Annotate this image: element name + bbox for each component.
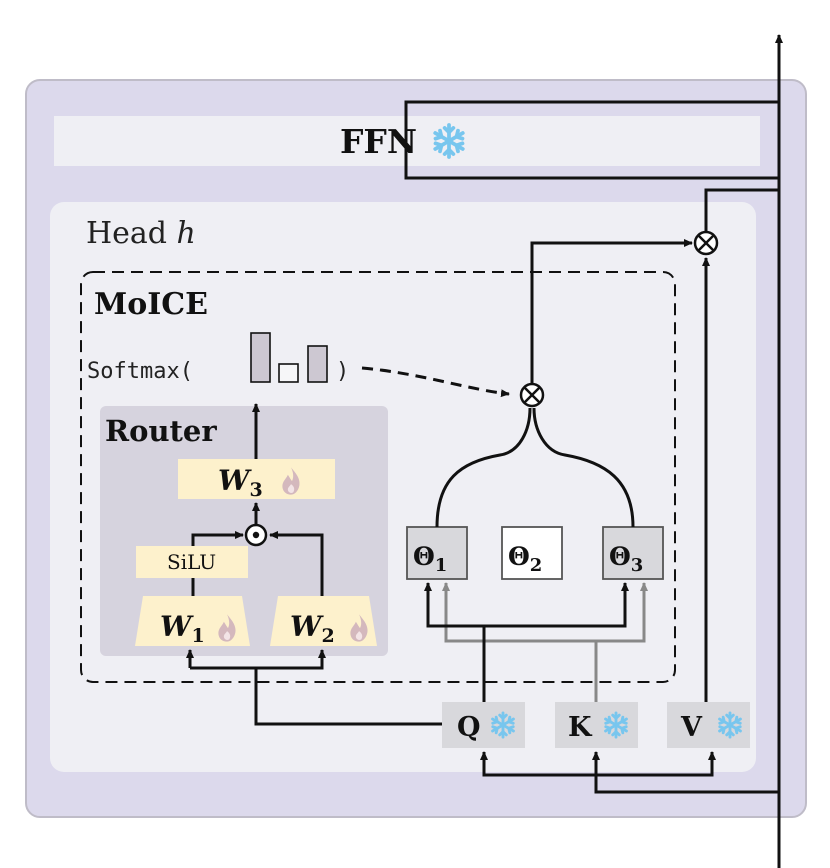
softmax-to-mix-arrow xyxy=(361,366,510,398)
theta-3-sub: 3 xyxy=(631,555,644,576)
key-block xyxy=(555,702,638,748)
query-to-theta-1-arrow xyxy=(424,582,484,628)
w1-label: W1 xyxy=(160,610,205,647)
w2-base: W xyxy=(290,610,324,643)
theta-1-sub: 1 xyxy=(435,555,448,576)
theta-1-block xyxy=(406,526,468,580)
softmax-bar-2 xyxy=(278,363,299,383)
input-to-query-arrow xyxy=(480,751,596,777)
query-to-w2-arrow xyxy=(256,649,326,670)
silu-block xyxy=(136,546,248,578)
expert-mix-cross-b xyxy=(523,386,541,404)
w1-sub: 1 xyxy=(191,625,204,647)
w3-block xyxy=(178,459,335,499)
w3-label: W3 xyxy=(218,464,263,501)
softmax-prefix: Softmax( xyxy=(87,359,193,384)
router-label: Router xyxy=(105,414,217,448)
head-label: Head h xyxy=(86,216,196,251)
w2-label: W2 xyxy=(290,610,335,647)
mix-to-output-arrow xyxy=(530,239,693,384)
w2-block xyxy=(270,596,377,646)
theta-3-base: Θ xyxy=(609,542,631,571)
output-mix-cross-b xyxy=(697,234,715,252)
moice-label: MoICE xyxy=(94,287,208,322)
theta-2-label: Θ2 xyxy=(508,542,542,576)
theta-1-label: Θ1 xyxy=(413,542,447,576)
query-to-theta-3-arrow xyxy=(484,582,629,628)
output-mix-to-residual-line xyxy=(704,188,779,232)
theta-1-to-mix-line xyxy=(435,407,532,528)
w3-base: W xyxy=(218,464,252,497)
key-to-theta-1-arrow xyxy=(442,582,596,643)
softmax-suffix: ) xyxy=(336,359,349,384)
residual-input-line xyxy=(594,775,779,794)
query-block xyxy=(442,702,525,748)
value-block xyxy=(667,702,750,748)
softmax-bar-3 xyxy=(307,345,328,383)
theta-1-base: Θ xyxy=(413,542,435,571)
head-label-text: Head xyxy=(86,216,177,251)
input-to-value-arrow xyxy=(596,751,716,777)
w1-base: W xyxy=(160,610,194,643)
silu-to-product-arrow xyxy=(191,531,244,546)
w2-sub: 2 xyxy=(321,625,334,647)
key-label: K xyxy=(568,712,593,743)
ffn-label: FFN xyxy=(340,122,417,161)
query-label: Q xyxy=(457,712,481,743)
theta-3-label: Θ3 xyxy=(609,542,643,576)
query-to-router-line xyxy=(190,666,442,726)
key-to-theta-3-arrow xyxy=(596,582,648,643)
w2-to-product-arrow xyxy=(269,531,324,596)
softmax-bar-1 xyxy=(250,332,271,383)
ffn-output-line xyxy=(404,100,779,166)
w3-sub: 3 xyxy=(249,479,262,501)
silu-label: SiLU xyxy=(167,550,216,574)
theta-3-to-mix-line xyxy=(532,407,635,528)
moice-box xyxy=(80,271,676,683)
theta-2-base: Θ xyxy=(508,542,530,571)
head-label-var: h xyxy=(177,216,196,251)
value-label: V xyxy=(680,712,703,743)
theta-2-block xyxy=(501,526,563,580)
elementwise-product-dot xyxy=(252,531,260,539)
theta-2-sub: 2 xyxy=(530,555,543,576)
